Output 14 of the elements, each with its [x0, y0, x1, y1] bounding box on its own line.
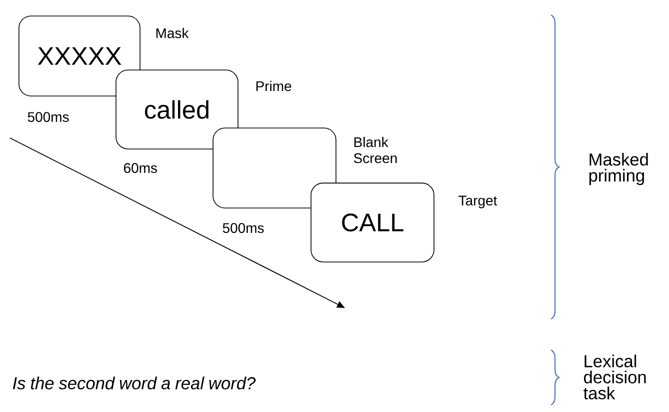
- group-label: Masked priming: [589, 152, 648, 186]
- stage-label: Prime: [256, 80, 292, 92]
- question-text: Is the second word a real word?: [12, 376, 256, 390]
- screen-box: XXXXX: [18, 16, 140, 96]
- stage-label: Mask: [156, 28, 189, 38]
- duration-label: 60ms: [124, 163, 157, 173]
- stage-label: Blank Screen: [354, 136, 397, 164]
- duration-label: 500ms: [28, 112, 69, 122]
- screen-box: CALL: [310, 182, 434, 262]
- duration-label: 500ms: [222, 223, 264, 233]
- stage-label: Target: [458, 196, 498, 208]
- screen-box: called: [116, 70, 238, 150]
- screen-box: [212, 128, 336, 208]
- group-label: Lexical decision task: [584, 354, 646, 400]
